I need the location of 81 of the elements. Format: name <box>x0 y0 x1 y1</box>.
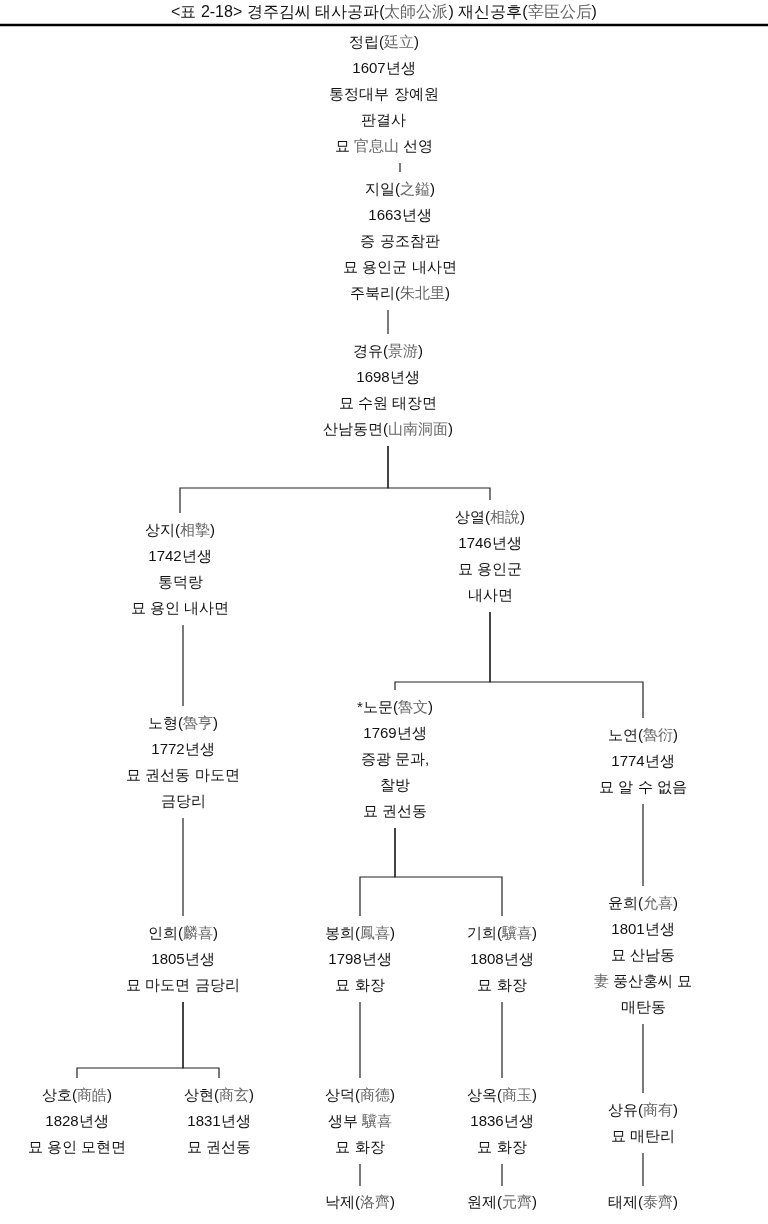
entry-text: 묘 官息山 선영 <box>333 136 435 156</box>
entry-text: *노문(魯文) <box>357 697 433 717</box>
entry-text: 통정대부 장예원 <box>329 84 439 104</box>
table-title: <표 2-18> 경주김씨 태사공파(太師公派) 재신공후(宰臣公后) <box>170 2 598 22</box>
entry-text: 1805년생 <box>150 949 216 969</box>
lineage-line <box>642 803 644 887</box>
entry-text: 생부 驥喜 <box>326 1111 394 1131</box>
entry-text: 묘 권선동 <box>185 1137 253 1157</box>
entry-text: 상열(相說) <box>455 507 525 527</box>
entry-text: 판결사 <box>360 110 408 130</box>
entry-text: 상호(商皓) <box>41 1085 113 1105</box>
entry-text: 태제(泰齊) <box>608 1192 678 1212</box>
entry-text: 1808년생 <box>469 949 535 969</box>
entry-text: 주북리(朱北里) <box>349 283 451 303</box>
entry-text: 묘 화장 <box>476 975 528 995</box>
entry-text: 경유(景游) <box>352 341 424 361</box>
entry-text: 묘 권선동 마도면 <box>126 765 240 785</box>
lineage-line <box>182 1001 220 1079</box>
entry-text: 인희(麟喜) <box>147 923 219 943</box>
entry-text: 노형(魯亨) <box>147 713 219 733</box>
lineage-line <box>642 1023 644 1094</box>
lineage-line <box>501 1163 503 1187</box>
entry-text: 원제(元齊) <box>467 1192 537 1212</box>
entry-text: 묘 권선동 <box>361 801 429 821</box>
lineage-line <box>489 611 644 719</box>
entry-text: 1828년생 <box>44 1111 110 1131</box>
entry-text: 상지(相摯) <box>144 520 216 540</box>
lineage-line <box>501 1001 503 1079</box>
entry-text: 1663년생 <box>367 205 433 225</box>
entry-text: 묘 산남동 <box>609 945 677 965</box>
lineage-line <box>359 1163 361 1187</box>
entry-text: 1746년생 <box>457 533 523 553</box>
entry-text: 노연(魯衍) <box>607 725 679 745</box>
entry-text: 낙제(洛齊) <box>325 1192 395 1212</box>
entry-text: 상유(商有) <box>608 1100 678 1120</box>
entry-text: 묘 화장 <box>476 1137 528 1157</box>
entry-text: 妻 풍산홍씨 묘 <box>593 971 693 991</box>
entry-text: 1801년생 <box>610 919 676 939</box>
lineage-line <box>387 445 491 501</box>
entry-text: 지일(之鎰) <box>364 179 436 199</box>
entry-text: 1831년생 <box>186 1111 252 1131</box>
entry-text: 1698년생 <box>355 367 421 387</box>
entry-text: 묘 화장 <box>334 1137 386 1157</box>
entry-text: 찰방 <box>379 775 411 795</box>
lineage-line <box>359 1001 361 1079</box>
entry-text: 묘 용인 모현면 <box>27 1137 127 1157</box>
entry-text: 묘 화장 <box>334 975 386 995</box>
entry-text: 묘 용인군 <box>456 559 524 579</box>
entry-text: 증 공조참판 <box>359 231 441 251</box>
entry-text: 정립(廷立) <box>348 32 420 52</box>
entry-text: 매탄동 <box>619 997 667 1017</box>
lineage-line <box>394 827 503 917</box>
entry-text: 1607년생 <box>351 58 417 78</box>
entry-text: 금당리 <box>159 791 207 811</box>
entry-text: 상덕(商德) <box>325 1085 395 1105</box>
entry-text: 1774년생 <box>610 751 676 771</box>
lineage-line <box>642 1152 644 1187</box>
entry-text: 1798년생 <box>327 949 393 969</box>
entry-text: 묘 수원 태장면 <box>337 393 439 413</box>
entry-text: 1769년생 <box>362 723 428 743</box>
entry-text: 상현(商玄) <box>184 1085 254 1105</box>
lineage-line <box>182 624 184 707</box>
lineage-line <box>399 162 401 173</box>
entry-text: 증광 문과, <box>359 749 431 769</box>
entry-text: 묘 마도면 금당리 <box>126 975 240 995</box>
entry-text: 윤희(允喜) <box>607 893 679 913</box>
entry-text: 기희(驥喜) <box>467 923 537 943</box>
entry-text: 산남동면(山南洞面) <box>323 419 453 439</box>
entry-text: 1836년생 <box>469 1111 535 1131</box>
entry-text: 묘 용인 내사면 <box>130 598 230 618</box>
lineage-line <box>387 309 389 335</box>
entry-text: 묘 용인군 내사면 <box>343 257 457 277</box>
entry-text: 1772년생 <box>150 739 216 759</box>
lineage-line <box>182 817 184 917</box>
entry-text: 묘 알 수 없음 <box>599 777 687 797</box>
entry-text: 통덕랑 <box>156 572 204 592</box>
entry-text: 1742년생 <box>147 546 213 566</box>
entry-text: 상옥(商玉) <box>467 1085 537 1105</box>
entry-text: 내사면 <box>466 585 514 605</box>
entry-text: 봉희(鳳喜) <box>325 923 395 943</box>
entry-text: 묘 매탄리 <box>609 1126 677 1146</box>
